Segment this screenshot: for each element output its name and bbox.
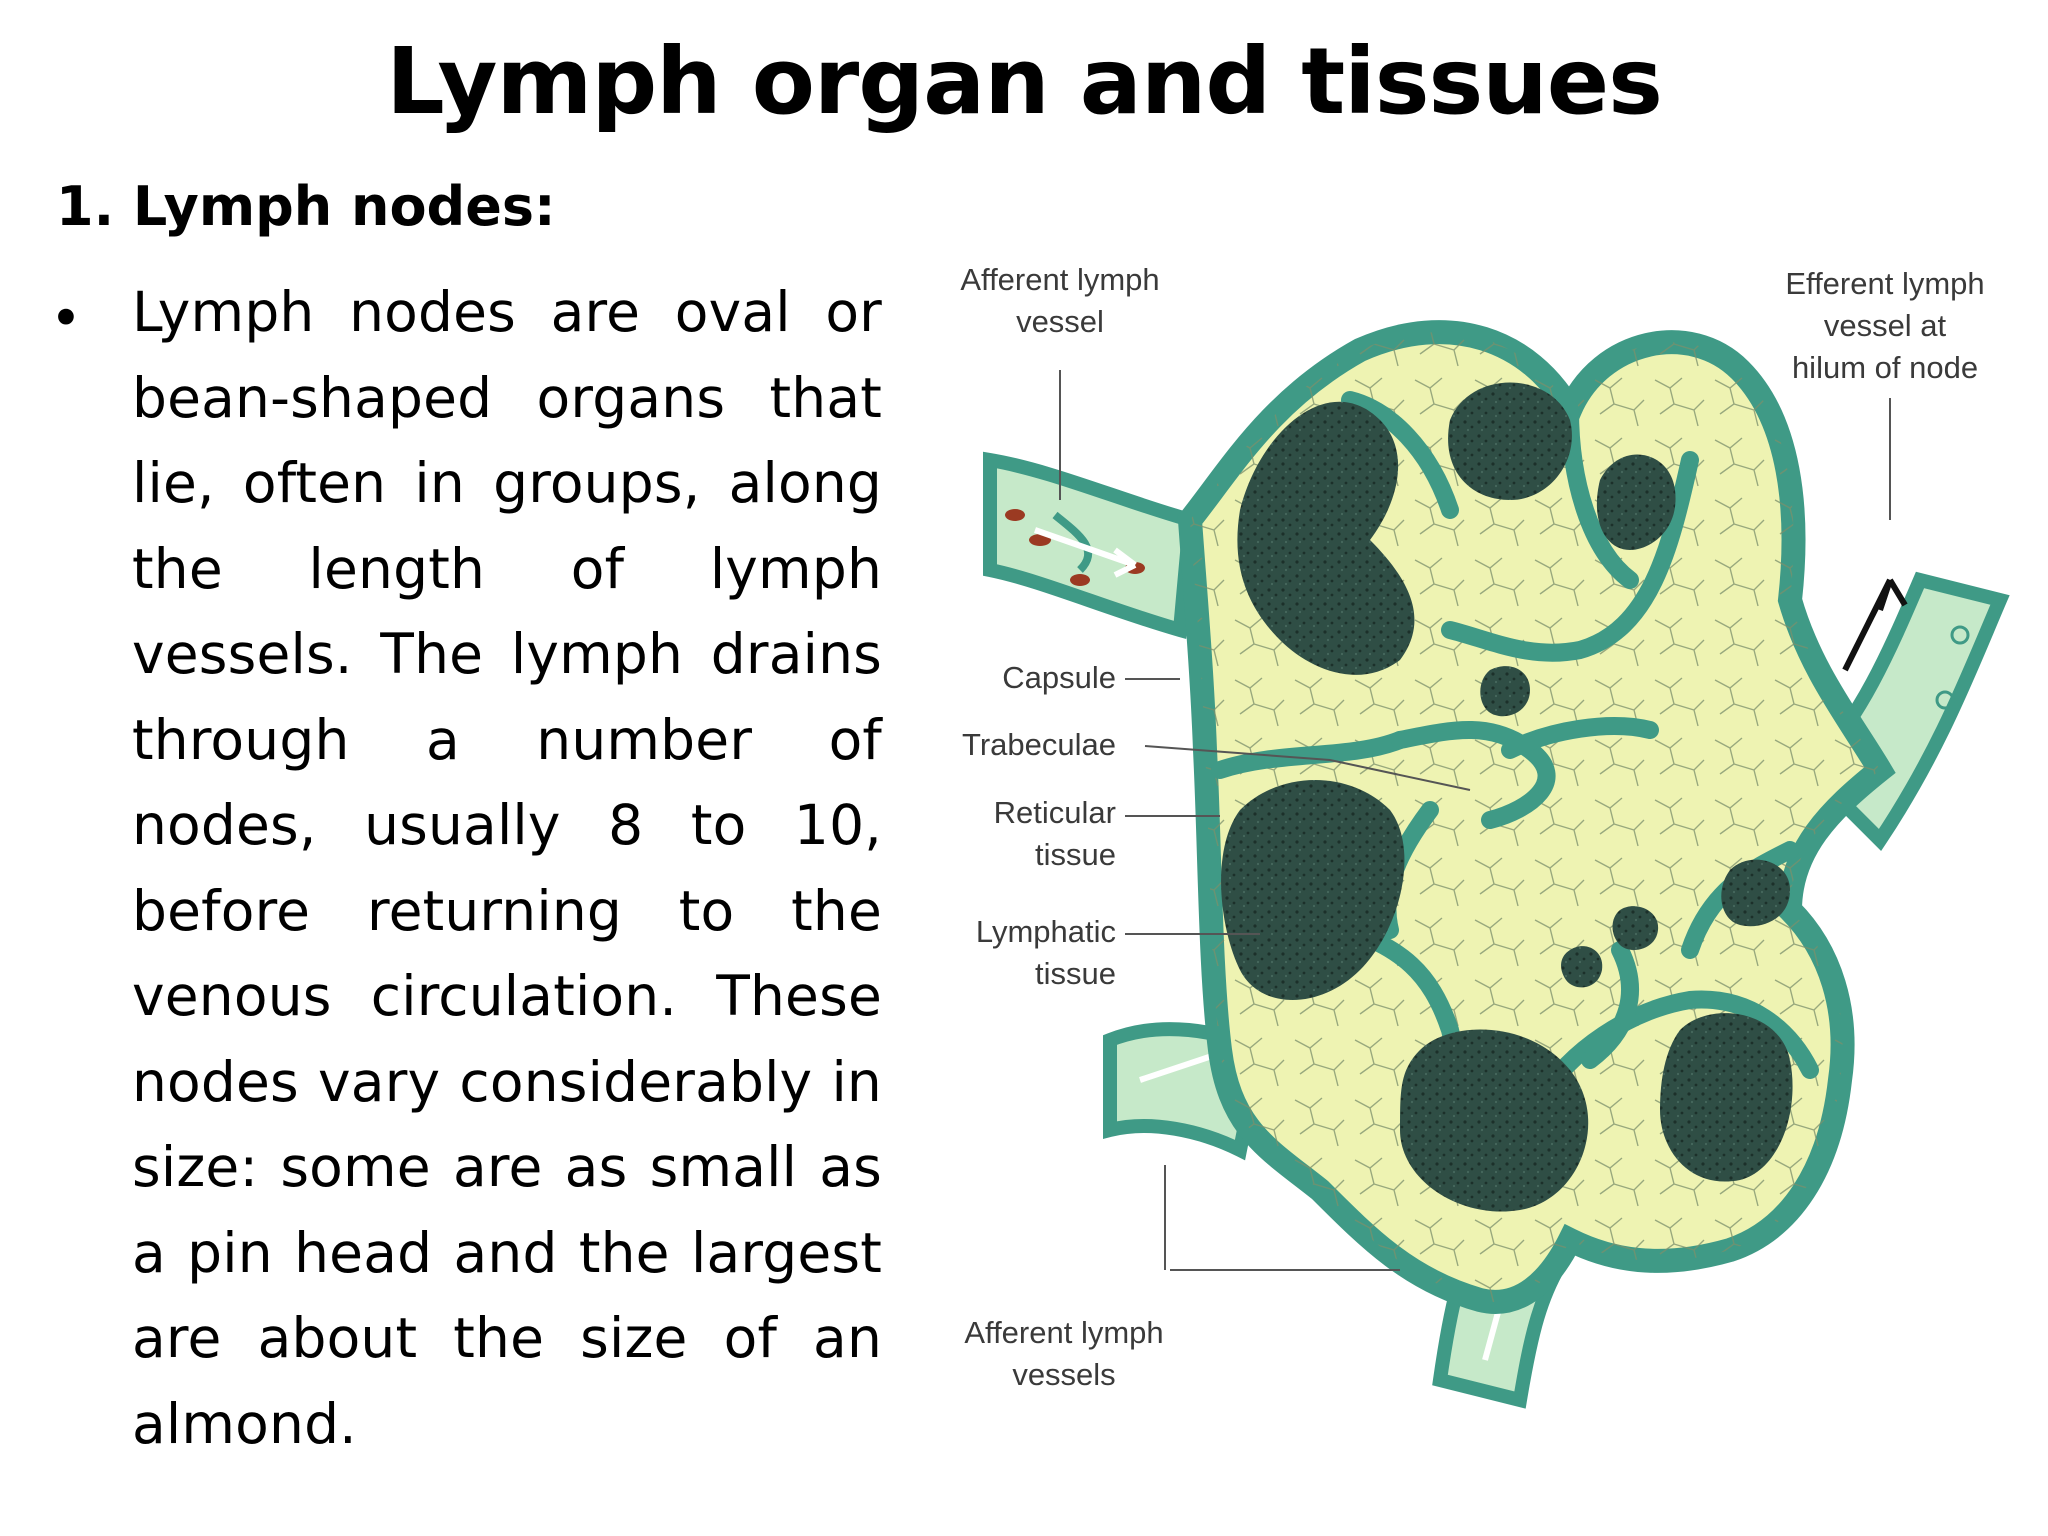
label-lymphatic-2: tissue bbox=[1035, 956, 1116, 991]
label-trabeculae: Trabeculae bbox=[962, 727, 1116, 762]
afferent-vessel-top bbox=[983, 451, 1198, 640]
label-lymphatic: Lymphatic bbox=[976, 914, 1116, 949]
label-afferent-bottom-2: vessels bbox=[1012, 1357, 1115, 1392]
lymph-node-illustration: Afferent lymph vessel Efferent lymph ves… bbox=[960, 262, 2010, 1409]
label-capsule: Capsule bbox=[1002, 660, 1116, 695]
slide-title: Lymph organ and tissues bbox=[386, 28, 1663, 135]
label-efferent-3: hilum of node bbox=[1792, 350, 1978, 385]
bullet-marker: • bbox=[50, 287, 82, 350]
lymph-node-diagram: Afferent lymph vessel Efferent lymph ves… bbox=[930, 250, 2040, 1410]
diagram-labels: Afferent lymph vessel Efferent lymph ves… bbox=[960, 262, 1984, 1392]
label-leaders bbox=[1059, 370, 1891, 1271]
lymphatic-tissue bbox=[1221, 382, 1793, 1212]
section-heading: 1. Lymph nodes: bbox=[56, 175, 556, 238]
label-efferent: Efferent lymph bbox=[1785, 266, 1984, 301]
label-reticular-2: tissue bbox=[1035, 837, 1116, 872]
label-afferent-top-2: vessel bbox=[1016, 304, 1104, 339]
label-reticular: Reticular bbox=[994, 795, 1116, 830]
body-paragraph: Lymph nodes are oval or bean-shaped orga… bbox=[132, 280, 882, 1456]
label-afferent-top: Afferent lymph bbox=[960, 262, 1159, 297]
label-efferent-2: vessel at bbox=[1824, 308, 1947, 343]
label-afferent-bottom: Afferent lymph bbox=[964, 1315, 1163, 1350]
